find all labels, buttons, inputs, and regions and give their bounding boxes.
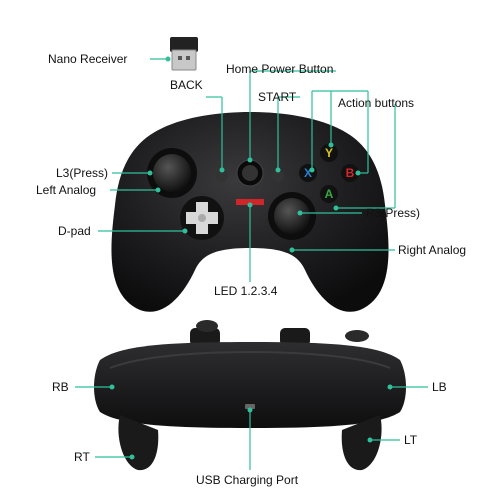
- label-nano-receiver: Nano Receiver: [48, 52, 128, 66]
- callout-lines: [75, 58, 428, 470]
- label-r3-press: R3(Press): [366, 206, 421, 220]
- label-rt: RT: [74, 450, 90, 464]
- label-lt: LT: [404, 433, 418, 447]
- button-x-letter: X: [304, 166, 312, 180]
- label-rb: RB: [52, 380, 69, 394]
- label-lb: LB: [432, 380, 447, 394]
- label-led: LED 1.2.3.4: [214, 284, 278, 298]
- button-y-letter: Y: [325, 146, 333, 160]
- label-left-analog: Left Analog: [36, 183, 97, 197]
- label-action-buttons: Action buttons: [338, 96, 415, 110]
- label-back: BACK: [170, 78, 203, 92]
- button-a-letter: A: [325, 187, 334, 201]
- label-home-power-button: Home Power Button: [226, 62, 334, 76]
- label-l3-press: L3(Press): [56, 166, 109, 180]
- label-d-pad: D-pad: [58, 224, 91, 238]
- callout-dots: [109, 56, 393, 460]
- button-b-letter: B: [346, 166, 355, 180]
- label-usb-charging-port: USB Charging Port: [196, 473, 299, 487]
- controller-rear: [94, 320, 406, 471]
- nano-receiver-icon: [170, 37, 198, 71]
- label-start: START: [258, 90, 297, 104]
- label-right-analog: Right Analog: [398, 243, 467, 257]
